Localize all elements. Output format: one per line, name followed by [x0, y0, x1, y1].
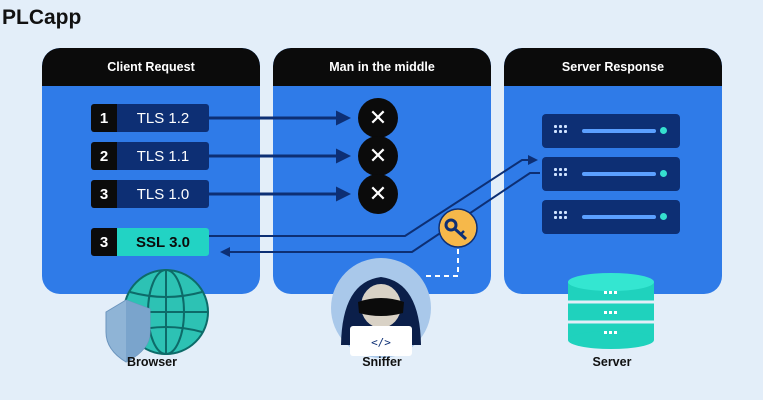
request-number: 3: [91, 180, 117, 208]
browser-caption: Browser: [126, 355, 178, 369]
request-number: 3: [91, 228, 117, 256]
request-number: 2: [91, 142, 117, 170]
server-rack-icon: [542, 200, 680, 234]
ssl-request-arrow: [209, 155, 538, 237]
x-icon: ✕: [358, 174, 398, 214]
svg-text:</>: </>: [371, 336, 391, 349]
x-icon: ✕: [358, 98, 398, 138]
request-label: TLS 1.0: [117, 180, 209, 208]
request-row: 2 TLS 1.1: [91, 142, 209, 170]
request-label: SSL 3.0: [117, 228, 209, 256]
key-icon: [438, 208, 478, 248]
brand-title: PLCapp: [2, 6, 82, 29]
database-icon: [568, 273, 654, 349]
server-response-header: Server Response: [504, 48, 722, 86]
client-request-header: Client Request: [42, 48, 260, 86]
server-rack-icon: [542, 114, 680, 148]
server-response-arrow: [220, 172, 540, 257]
request-row: 3 TLS 1.0: [91, 180, 209, 208]
request-row-ssl: 3 SSL 3.0: [91, 228, 209, 256]
server-caption: Server: [592, 355, 632, 369]
request-label: TLS 1.1: [117, 142, 209, 170]
request-label: TLS 1.2: [117, 104, 209, 132]
sniffer-caption: Sniffer: [362, 355, 402, 369]
hacker-icon: </>: [331, 258, 431, 358]
server-rack-icon: [542, 157, 680, 191]
server-response-panel: Server Response: [504, 48, 722, 294]
sniffer-dashed-line: [426, 246, 459, 277]
globe-shield-icon: [105, 269, 209, 363]
mitm-header: Man in the middle: [273, 48, 491, 86]
request-row: 1 TLS 1.2: [91, 104, 209, 132]
request-number: 1: [91, 104, 117, 132]
x-icon: ✕: [358, 136, 398, 176]
